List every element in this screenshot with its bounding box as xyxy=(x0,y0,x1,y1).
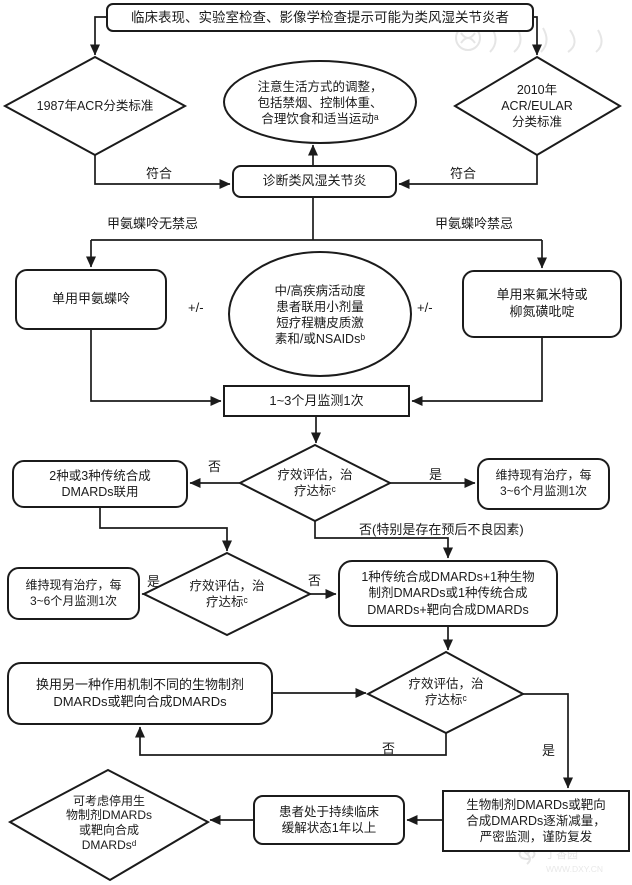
edge-label-yes-2: 是 xyxy=(147,574,161,589)
eval1-diamond xyxy=(237,443,393,523)
node-entry: 临床表现、实验室检查、影像学检查提示可能为类风湿关节炎者 xyxy=(106,3,534,32)
eval3-diamond xyxy=(365,650,526,735)
node-efficacy-eval-2: 疗效评估，治 疗达标ᶜ xyxy=(189,578,265,609)
node-sustained-remission: 患者处于持续临床 缓解状态1年以上 xyxy=(253,795,405,845)
node-maintain-treatment-2: 维持现有治疗，每 3~6个月监测1次 xyxy=(7,567,140,620)
node-acr1987-criteria: 1987年ACR分类标准 xyxy=(36,98,154,113)
connector-eval3-no-to-switch xyxy=(135,726,447,756)
edge-label-mtx-contraindication: 甲氨蝶呤禁忌 xyxy=(435,216,514,231)
node-efficacy-eval-3: 疗效评估，治 疗达标ᶜ xyxy=(408,676,484,707)
connector-eval1-no-special-to-combo xyxy=(314,521,453,559)
node-diagnosis: 诊断类风湿关节炎 xyxy=(232,165,397,198)
connector-lef-to-monitor xyxy=(411,338,543,406)
node-mtx-monotherapy: 单用甲氨蝶呤 xyxy=(15,269,167,330)
edge-label-yes-1: 是 xyxy=(429,467,443,482)
connector-csdmards-to-eval2 xyxy=(99,508,232,552)
edge-label-mtx-no-contraindication: 甲氨蝶呤无禁忌 xyxy=(107,216,199,231)
connector-acr2010-to-diagnosis xyxy=(398,155,538,189)
connector-group xyxy=(86,16,573,825)
node-disease-activity-glucocorticoid: 中/高疾病活动度 患者联用小剂量 短疗程糖皮质激 素和/或NSAIDsᵇ xyxy=(274,283,366,347)
acr1987-diamond xyxy=(2,55,188,157)
watermark-site-url: WWW.DXY.CN xyxy=(546,864,603,874)
node-combo-bdmards-tsdmards: 1种传统合成DMARDs+1种生物 制剂DMARDs或1种传统合成 DMARDs… xyxy=(338,560,558,627)
node-lifestyle-advice: 注意生活方式的调整， 包括禁烟、控制体重、 合理饮食和适当运动ᵃ xyxy=(257,79,383,127)
edge-label-yes-3: 是 xyxy=(542,743,556,758)
edge-label-meets-left: 符合 xyxy=(146,166,173,181)
node-taper-bdmards: 生物制剂DMARDs或靶向 合成DMARDs逐渐减量， 严密监测，谨防复发 xyxy=(442,790,630,852)
eval2-diamond xyxy=(141,551,313,637)
node-consider-stopping: 可考虑停用生 物制剂DMARDs 或靶向合成 DMARDsᵈ xyxy=(66,793,152,852)
node-efficacy-eval-1: 疗效评估，治 疗达标ᶜ xyxy=(277,467,353,498)
node-lef-or-ssz: 单用来氟米特或 柳氮磺吡啶 xyxy=(462,270,622,338)
connector-acr1987-to-diagnosis xyxy=(94,155,231,189)
acr2010-diamond xyxy=(453,55,622,157)
edge-label-no-2: 否 xyxy=(308,573,322,588)
edge-label-no-1: 否 xyxy=(208,459,222,474)
shape-group xyxy=(2,55,622,882)
node-maintain-treatment-1: 维持现有治疗，每 3~6个月监测1次 xyxy=(477,458,610,510)
stop-diamond xyxy=(7,768,211,882)
node-switch-mechanism: 换用另一种作用机制不同的生物制剂 DMARDs或靶向合成DMARDs xyxy=(7,662,273,725)
node-monitor-1-3-months: 1~3个月监测1次 xyxy=(223,385,410,417)
edge-label-no-3: 否 xyxy=(382,741,396,756)
activity-ellipse xyxy=(228,251,412,377)
node-csdmards-combination: 2种或3种传统合成 DMARDs联用 xyxy=(12,460,188,508)
node-acr2010-criteria: 2010年 ACR/EULAR 分类标准 xyxy=(501,82,573,130)
edge-label-no-poor-prognosis: 否(特别是存在预后不良因素) xyxy=(359,522,524,537)
connector-entry-to-acr2010 xyxy=(532,16,542,56)
edge-label-meets-right: 符合 xyxy=(450,166,477,181)
edge-label-plus-minus-left: +/- xyxy=(188,300,204,315)
edge-label-plus-minus-right: +/- xyxy=(417,300,433,315)
connector-entry-to-acr1987 xyxy=(90,16,106,56)
connector-eval3-yes-to-taper xyxy=(523,693,573,789)
lifestyle-ellipse xyxy=(223,60,417,144)
connector-mtx-to-monitor xyxy=(90,330,222,406)
